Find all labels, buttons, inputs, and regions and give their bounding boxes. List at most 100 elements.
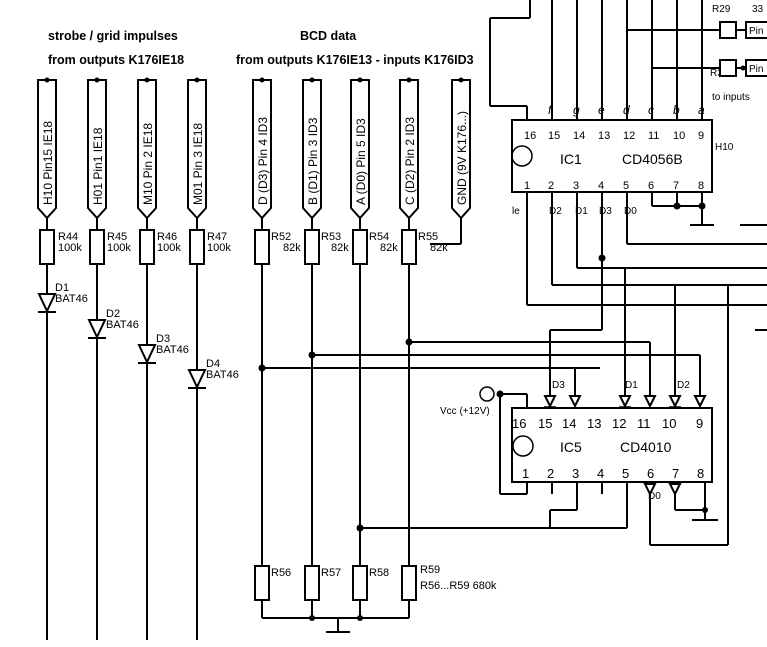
- diode-part: BAT46: [55, 293, 88, 305]
- pin-number: 11: [648, 130, 659, 142]
- input-connectors: H10 Pin15 IE18 H01 Pin1 IE18 M10 Pin 2 I…: [37, 79, 471, 220]
- diode-part: BAT46: [156, 344, 189, 356]
- resistor-value: 100k: [107, 242, 131, 254]
- pin-number: 3: [573, 180, 579, 192]
- strobe-title: strobe / grid impulses: [48, 29, 178, 43]
- resistor-value: 82k: [380, 242, 398, 254]
- connector-dots: [44, 77, 464, 83]
- resistor-name: R55: [418, 231, 438, 243]
- pin-number: 6: [647, 466, 654, 481]
- diode-part: BAT46: [106, 319, 139, 331]
- pin-number: 5: [622, 466, 629, 481]
- pin-number: 2: [548, 180, 554, 192]
- pin-number: 8: [698, 180, 704, 192]
- right-edge: R29 33 Pin R30 33 Pin to inputs: [710, 4, 767, 103]
- resistors-top: R44 100k R45 100k R46 100k R47 100k R52 …: [39, 229, 448, 265]
- input-label: C (D2) Pin 2 ID3: [403, 117, 417, 205]
- resistor-name: R45: [107, 231, 127, 243]
- ic1-side-label: H10: [715, 142, 734, 153]
- pin-label: Pin: [749, 26, 763, 37]
- resistor-name: R52: [271, 231, 291, 243]
- resistor-r58: [352, 565, 368, 601]
- resistor-r47: [189, 229, 205, 265]
- resistor-r56: [254, 565, 270, 601]
- resistor-name: R54: [369, 231, 389, 243]
- diode-name: D4: [206, 358, 220, 370]
- pin-number: 4: [598, 180, 604, 192]
- resistor-r59: [401, 565, 417, 601]
- bcd-buses: [258, 338, 650, 532]
- bcd-wires: [261, 264, 410, 566]
- diode-name: D3: [156, 333, 170, 345]
- pin-label: D3: [552, 380, 565, 391]
- pin-label: D1: [575, 206, 588, 217]
- input-m01: M01 Pin 3 IE18: [187, 79, 207, 220]
- resistor-r52: [254, 229, 270, 265]
- input-d: D (D3) Pin 4 ID3: [252, 79, 272, 220]
- pin-number: 13: [598, 130, 610, 142]
- pin-label: D2: [677, 380, 690, 391]
- input-label: M01 Pin 3 IE18: [191, 123, 205, 205]
- pin-label: D0: [624, 206, 637, 217]
- pin-number: 13: [587, 416, 601, 431]
- wires-top: [46, 218, 462, 245]
- pin-label: le: [512, 206, 520, 217]
- input-label: A (D0) Pin 5 ID3: [354, 118, 368, 205]
- ic1-wires: [489, 0, 767, 545]
- pin-number: 3: [572, 466, 579, 481]
- pin-number: 15: [538, 416, 552, 431]
- pin-number: 1: [522, 466, 529, 481]
- resistor-r55: [401, 229, 417, 265]
- bcd-title: BCD data: [300, 29, 357, 43]
- ic5-wires: Vcc (+12V): [440, 268, 728, 546]
- resistor-r46: [139, 229, 155, 265]
- input-c: C (D2) Pin 2 ID3: [399, 79, 419, 220]
- resistor-r53: [304, 229, 320, 265]
- pin-label: D2: [549, 206, 562, 217]
- resistor-value: 100k: [58, 242, 82, 254]
- diode-name: D2: [106, 308, 120, 320]
- resistor-name: R53: [321, 231, 341, 243]
- ic5-buffers-top: [543, 395, 707, 409]
- strobe-wires: [46, 264, 198, 640]
- pin-number: 10: [673, 130, 685, 142]
- pin-label: D0: [648, 491, 661, 502]
- input-label: D (D3) Pin 4 ID3: [256, 117, 270, 205]
- pin-number: 11: [637, 416, 651, 431]
- diodes: D1 BAT46 D2 BAT46 D3 BAT46 D4 BAT46: [37, 282, 239, 390]
- pin-number: 4: [597, 466, 604, 481]
- input-a: A (D0) Pin 5 ID3: [350, 79, 370, 220]
- resistor-r44: [39, 229, 55, 265]
- input-h01: H01 Pin1 IE18: [87, 79, 107, 220]
- strobe-subtitle: from outputs K176IE18: [48, 53, 184, 67]
- resistor-value: 82k: [331, 242, 349, 254]
- input-h10: H10 Pin15 IE18: [37, 79, 57, 220]
- pin-number: 7: [673, 180, 679, 192]
- input-label: GND (9V K176...): [455, 111, 469, 205]
- r29-name: R29: [712, 4, 731, 15]
- bcd-subtitle: from outputs K176IE13 - inputs K176ID3: [236, 53, 474, 67]
- pin-number: 15: [548, 130, 560, 142]
- resistor-r30: [719, 59, 737, 77]
- ic5-name: IC5: [560, 439, 582, 455]
- pin-number: 14: [562, 416, 576, 431]
- ic5-part: CD4010: [620, 439, 672, 455]
- input-m10: M10 Pin 2 IE18: [137, 79, 157, 220]
- input-label: B (D1) Pin 3 ID3: [306, 117, 320, 205]
- input-label: H01 Pin1 IE18: [91, 127, 105, 205]
- diode-d2: D2 BAT46: [87, 308, 139, 340]
- resistor-r29: [719, 21, 737, 39]
- resistor-name: R47: [207, 231, 227, 243]
- resistor-value: 100k: [157, 242, 181, 254]
- vcc-label: Vcc (+12V): [440, 406, 490, 417]
- pin-number: 16: [524, 130, 536, 142]
- ic5: IC5 CD4010 16 15 14 13 12 11 10 9 1 2 3 …: [511, 380, 713, 502]
- pin-number: 14: [573, 130, 585, 142]
- diode-name: D1: [55, 282, 69, 294]
- pin-label: D3: [599, 206, 612, 217]
- resistor-name: R44: [58, 231, 78, 243]
- resistor-name: R56: [271, 567, 291, 579]
- resistor-value: 82k: [430, 242, 448, 254]
- to-inputs-label: to inputs: [712, 92, 750, 103]
